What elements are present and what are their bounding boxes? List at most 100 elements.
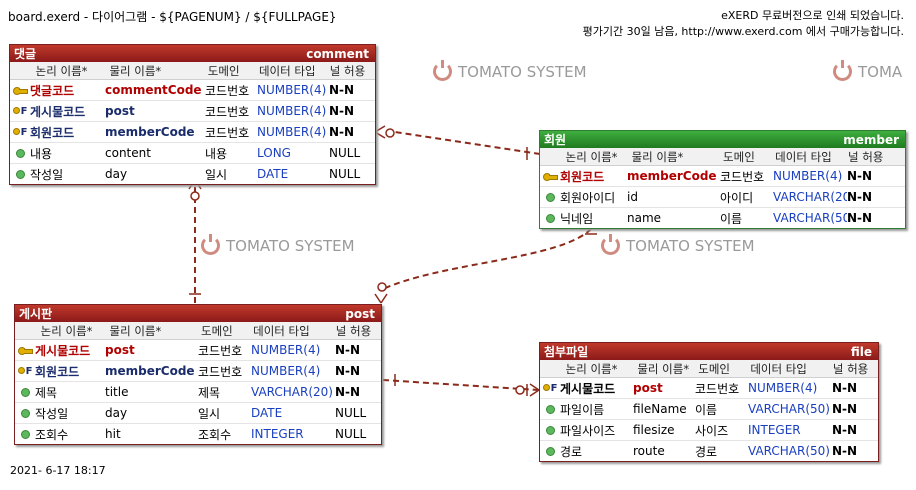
foreign-key-icon: F: [18, 366, 33, 377]
crowfoot: [380, 293, 388, 304]
attribute-icon-cell: [15, 346, 35, 355]
relation-member-comment[interactable]: [394, 131, 541, 155]
attribute-row[interactable]: 조회수 hit 조회수 INTEGER NULL: [15, 424, 381, 444]
column-header-logical: 논리 이름*: [565, 149, 618, 164]
attribute-nullable: NULL: [335, 427, 367, 441]
attribute-domain: 코드번호: [205, 83, 250, 98]
attribute-logical: 조회수: [35, 427, 69, 442]
column-icon: [545, 192, 555, 202]
column-header-type: 데이터 타입: [775, 149, 832, 164]
entity-physical-name: member: [843, 132, 899, 147]
attribute-physical: id: [627, 190, 638, 204]
crowfoot: [374, 131, 386, 139]
column-icon: [545, 404, 555, 414]
column-header-domain: 도메인: [723, 149, 755, 164]
column-icon: [545, 425, 555, 435]
attribute-physical: post: [105, 343, 135, 357]
attribute-physical: commentCode: [105, 83, 202, 97]
attribute-logical: 작성일: [30, 167, 64, 182]
attribute-logical: 게시물코드: [30, 104, 86, 119]
attribute-type: VARCHAR(50): [748, 402, 830, 416]
primary-key-icon: [543, 172, 558, 181]
attribute-icon-cell: [540, 446, 560, 456]
attribute-nullable: N-N: [329, 83, 355, 97]
attribute-domain: 일시: [205, 167, 228, 182]
attribute-icon-cell: [15, 408, 35, 418]
zero-mark: [377, 282, 387, 292]
attribute-physical: route: [633, 444, 665, 458]
column-header-nullable: 널 허용: [847, 149, 884, 164]
attribute-physical: hit: [105, 427, 121, 441]
attribute-domain: 아이디: [720, 190, 754, 205]
attribute-nullable: N-N: [329, 104, 355, 118]
zero-mark: [190, 191, 200, 201]
attribute-type: NUMBER(4): [251, 364, 321, 378]
attribute-type: VARCHAR(50): [773, 211, 847, 225]
entity-logical-name: 회원: [544, 133, 567, 147]
attribute-nullable: N-N: [832, 381, 858, 395]
column-header-physical: 물리 이름*: [109, 323, 162, 338]
attribute-icon-cell: [540, 172, 560, 181]
entity-physical-name: post: [345, 306, 375, 321]
attribute-icon-cell: F: [10, 127, 30, 138]
column-header-logical: 논리 이름*: [40, 323, 93, 338]
entity-physical-name: file: [850, 344, 872, 359]
attribute-type: VARCHAR(20): [773, 190, 847, 204]
attribute-type: NUMBER(4): [257, 83, 327, 97]
attribute-type: DATE: [251, 406, 283, 420]
relation-member-post[interactable]: [380, 228, 592, 291]
column-icon: [20, 408, 30, 418]
attribute-logical: 회원코드: [30, 125, 75, 140]
entity-title-bar[interactable]: 회원 member: [540, 131, 905, 148]
attribute-nullable: N-N: [335, 385, 361, 399]
crowfoot: [374, 293, 382, 304]
attribute-domain: 경로: [695, 444, 718, 459]
relation-post-file[interactable]: [382, 379, 539, 391]
attribute-nullable: NULL: [329, 146, 361, 160]
column-header-domain: 도메인: [207, 63, 240, 78]
attribute-icon-cell: [540, 425, 560, 435]
column-header-nullable: 널 허용: [335, 323, 372, 338]
attribute-domain: 일시: [198, 406, 221, 421]
primary-key-icon: [18, 346, 33, 355]
attribute-type: INTEGER: [251, 427, 304, 441]
attribute-domain: 코드번호: [198, 343, 243, 358]
attribute-nullable: N-N: [847, 169, 873, 183]
attribute-logical: 댓글코드: [30, 83, 75, 98]
attribute-logical: 파일이름: [560, 402, 605, 417]
column-icon: [20, 429, 30, 439]
column-icon: [15, 169, 25, 179]
attribute-icon-cell: [10, 169, 30, 179]
license-notice-line2: 평가기간 30일 남음, http://www.exerd.com 에서 구매가…: [582, 25, 904, 38]
entity-logical-name: 댓글: [14, 47, 37, 61]
attribute-nullable: NULL: [329, 167, 361, 181]
attribute-physical: day: [105, 406, 128, 420]
attribute-domain: 조회수: [198, 427, 232, 442]
license-notice-line1: eXERD 무료버전으로 인쇄 되었습니다.: [721, 9, 904, 22]
